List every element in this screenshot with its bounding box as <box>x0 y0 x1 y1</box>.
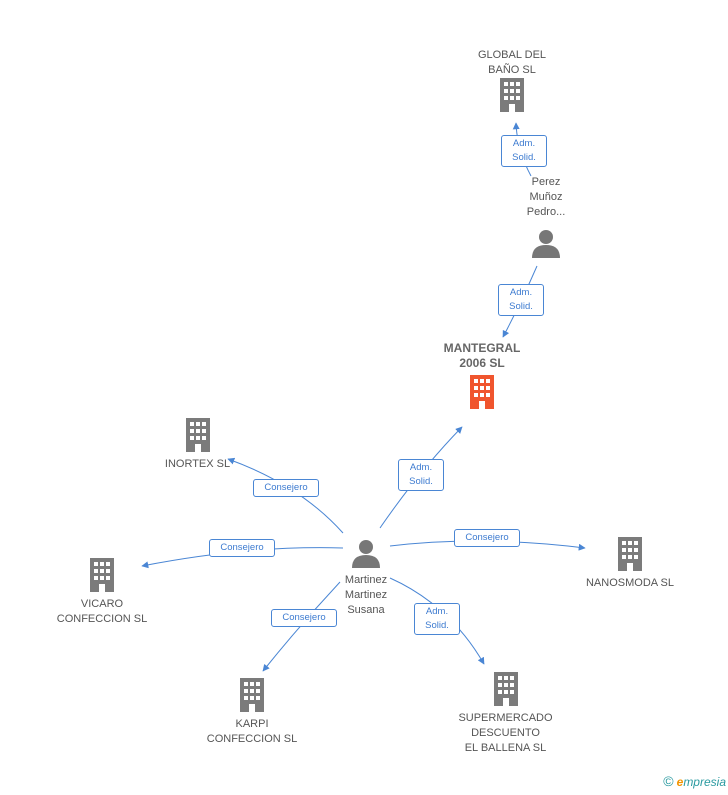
building-icon <box>87 558 117 597</box>
node-mantegral-2006[interactable]: MANTEGRAL 2006 SL <box>432 341 532 414</box>
building-icon <box>497 78 527 117</box>
edge-label-martinez-supermercado[interactable]: Adm. Solid. <box>414 603 460 635</box>
node-nanosmoda[interactable]: NANOSMODA SL <box>575 537 685 591</box>
node-inortex[interactable]: INORTEX SL <box>150 418 245 472</box>
edge-label-martinez-inortex[interactable]: Consejero <box>253 479 319 497</box>
building-icon <box>615 537 645 576</box>
copyright-symbol: © <box>663 773 674 789</box>
node-label: VICARO CONFECCION SL <box>56 598 148 625</box>
building-icon <box>183 418 213 457</box>
node-global-del-bano[interactable]: GLOBAL DEL BAÑO SL <box>462 48 562 117</box>
node-label: MANTEGRAL 2006 SL <box>443 341 521 370</box>
brand-name: mpresia <box>683 775 726 789</box>
edge-label-perez-mantegral[interactable]: Adm. Solid. <box>498 284 544 316</box>
node-supermercado-descuento[interactable]: SUPERMERCADO DESCUENTO EL BALLENA SL <box>448 672 563 756</box>
node-martinez-martinez-susana[interactable]: Martinez Martinez Susana <box>330 538 402 618</box>
building-icon <box>491 672 521 711</box>
node-karpi-confeccion[interactable]: KARPI CONFECCION SL <box>197 678 307 747</box>
building-icon <box>467 375 497 414</box>
brand-logo: ©empresia <box>663 773 726 789</box>
edge-label-perez-global[interactable]: Adm. Solid. <box>501 135 547 167</box>
node-label: INORTEX SL <box>164 458 231 470</box>
node-vicaro-confeccion[interactable]: VICARO CONFECCION SL <box>47 558 157 627</box>
person-icon <box>531 228 561 263</box>
edge-label-martinez-nanosmoda[interactable]: Consejero <box>454 529 520 547</box>
node-label: NANOSMODA SL <box>585 577 675 589</box>
person-icon <box>351 538 381 573</box>
node-label: Martinez Martinez Susana <box>344 574 388 616</box>
edge-label-martinez-karpi[interactable]: Consejero <box>271 609 337 627</box>
node-label: GLOBAL DEL BAÑO SL <box>477 49 547 76</box>
brand-initial: e <box>676 775 684 789</box>
node-label: Perez Muñoz Pedro... <box>526 176 566 218</box>
building-icon <box>237 678 267 717</box>
node-label: SUPERMERCADO DESCUENTO EL BALLENA SL <box>458 712 553 754</box>
edge-label-martinez-mantegral[interactable]: Adm. Solid. <box>398 459 444 491</box>
node-perez-munoz-pedro[interactable]: Perez Muñoz Pedro... <box>510 175 582 263</box>
edge-label-martinez-vicaro[interactable]: Consejero <box>209 539 275 557</box>
node-label: KARPI CONFECCION SL <box>206 718 298 745</box>
